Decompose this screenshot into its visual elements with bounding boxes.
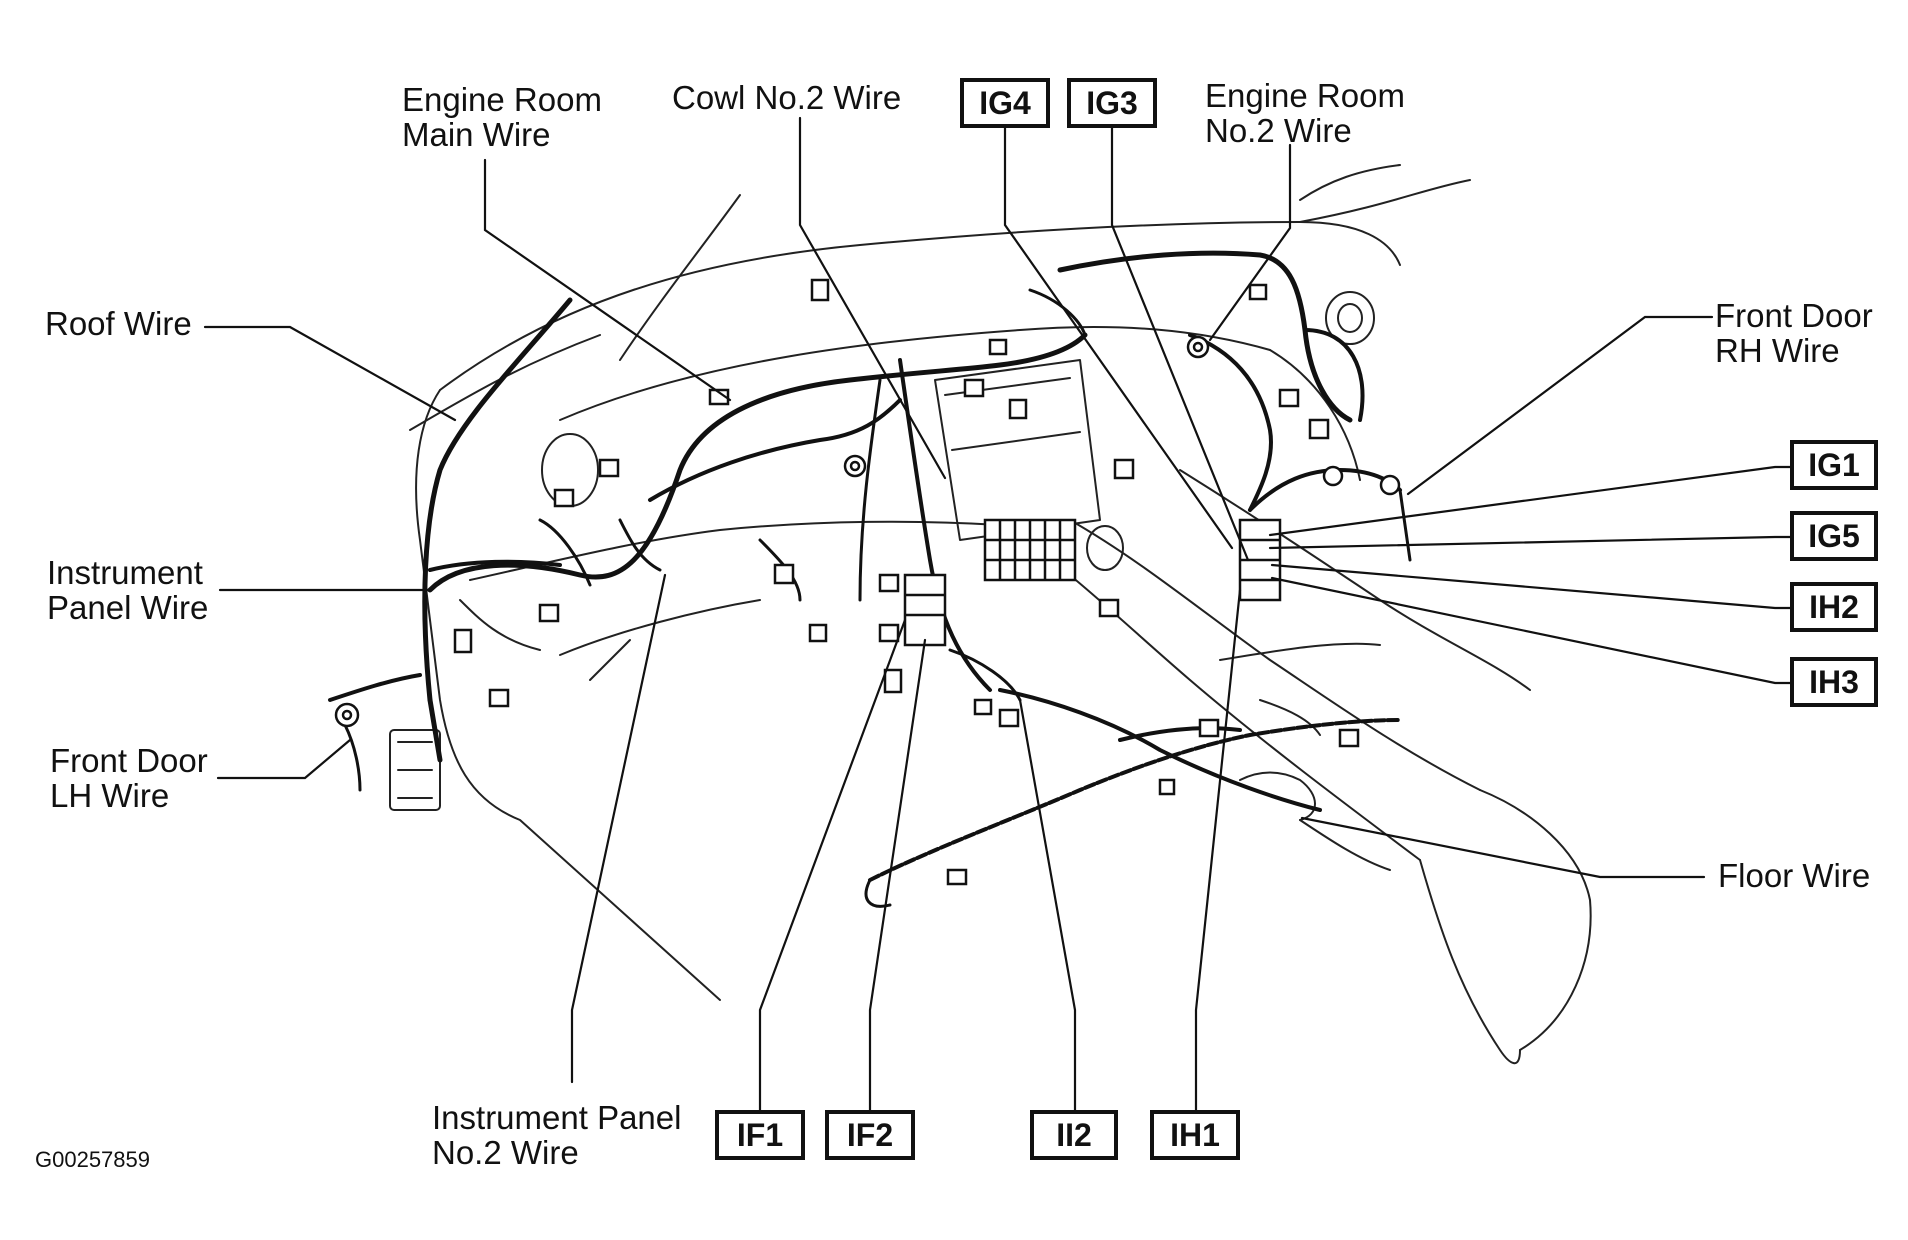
leader-ig1	[1268, 465, 1798, 537]
figure-id: G00257859	[35, 1147, 150, 1172]
connector-ih3: IH3	[1790, 657, 1878, 707]
label-engine-room-main-wire: Engine Room Main Wire	[402, 81, 602, 153]
connector-if2: IF2	[825, 1110, 915, 1160]
leader-ih1	[1194, 588, 1242, 1112]
leader-ih2	[1270, 563, 1798, 610]
leader-if2	[868, 638, 927, 1112]
connector-ig4: IG4	[960, 78, 1050, 128]
connector-ig5: IG5	[1790, 511, 1878, 561]
leader-lines	[203, 116, 1798, 1112]
leader-front-door-rh-wire	[1406, 315, 1714, 496]
leader-cowl-no2-wire	[798, 116, 947, 480]
connector-ih2: IH2	[1790, 582, 1878, 632]
label-cowl-no2-wire: Cowl No.2 Wire	[672, 79, 902, 116]
connector-if1: IF1	[715, 1110, 805, 1160]
leader-ig4	[1003, 126, 1234, 550]
dashboard-outline	[389, 164, 1592, 1065]
label-front-door-rh-wire: Front Door RH Wire	[1715, 297, 1873, 369]
label-floor-wire: Floor Wire	[1718, 857, 1871, 894]
leader-engine-room-no2-wire	[1208, 143, 1292, 342]
label-front-door-lh-wire: Front Door LH Wire	[50, 742, 208, 814]
leader-ig3	[1110, 126, 1250, 562]
connector-ig3: IG3	[1067, 78, 1157, 128]
connector-blocks	[334, 278, 1401, 886]
connector-ii2: II2	[1030, 1110, 1118, 1160]
leader-engine-room-main-wire	[483, 158, 732, 402]
leader-roof-wire	[203, 325, 457, 422]
leader-front-door-lh-wire	[216, 738, 352, 780]
leader-if1	[758, 618, 907, 1112]
label-instrument-panel-wire: Instrument Panel Wire	[47, 554, 209, 626]
label-roof-wire: Roof Wire	[45, 305, 192, 342]
leader-instrument-panel-no2-wire	[570, 573, 667, 1084]
label-engine-room-no2-wire: Engine Room No.2 Wire	[1205, 77, 1405, 149]
leader-ii2	[1018, 698, 1077, 1112]
wire-harness-routing	[328, 250, 1412, 908]
leader-ig5	[1268, 535, 1798, 550]
leader-floor-wire	[1300, 816, 1706, 879]
label-instrument-panel-no2-wire: Instrument Panel No.2 Wire	[432, 1099, 682, 1171]
connector-ih1: IH1	[1150, 1110, 1240, 1160]
leader-ih3	[1270, 576, 1798, 685]
connector-ig1: IG1	[1790, 440, 1878, 490]
